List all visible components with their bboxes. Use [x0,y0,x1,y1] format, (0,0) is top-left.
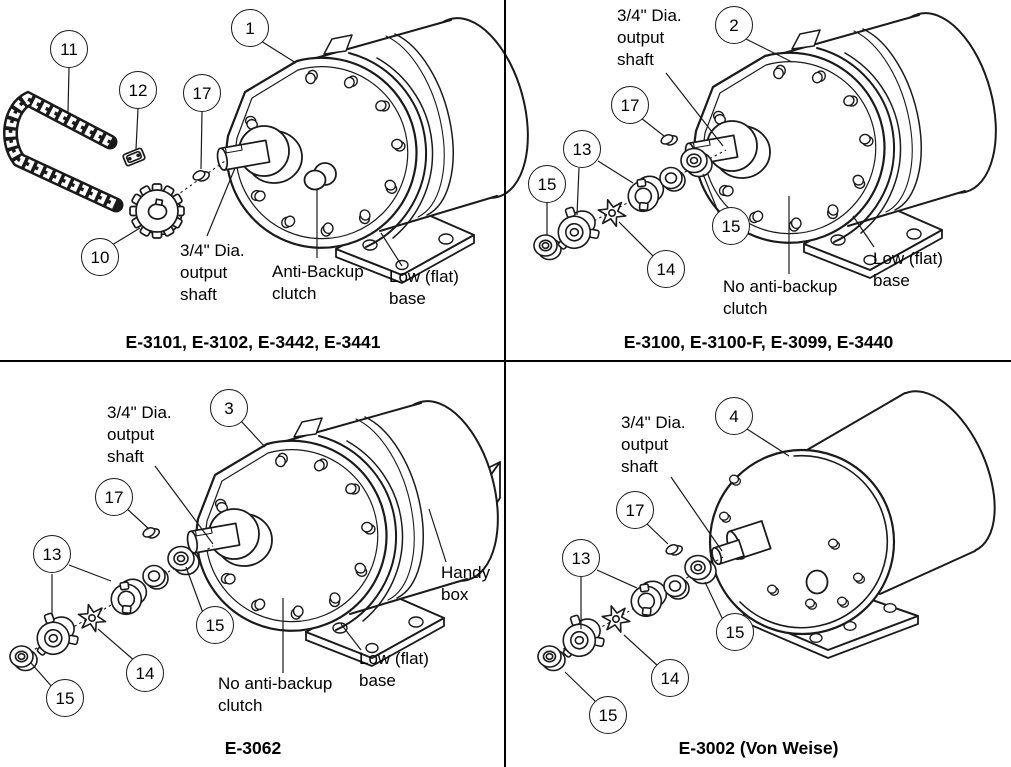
callout-11: 11 [50,30,88,68]
callout-17: 17 [616,491,654,529]
coupling-half [627,578,670,620]
callout-13: 13 [33,535,71,573]
caption-model-list-2: E-3100, E-3100-F, E-3099, E-3440 [623,332,894,352]
coupling-half [30,608,82,658]
label-no-anti-backup-clutch: No anti-backup clutch [723,277,838,318]
shaft-key [658,130,680,150]
panel-4-drawing [537,361,1011,704]
flanged-bearing [533,234,562,261]
callout-12: 12 [119,71,157,109]
leader-lines [67,40,403,267]
panel-1-drawing [3,0,506,361]
chain-sprocket [129,183,185,239]
label-output-shaft: 3/4" Dia. output shaft [180,241,245,304]
label-low-flat-base: Low (flat) base [389,267,459,308]
callout-15: 15 [528,165,566,203]
coupling-half [556,610,608,660]
leader-lines [30,420,447,689]
label-low-flat-base: Low (flat) base [359,649,429,690]
label-no-anti-backup-clutch: No anti-backup clutch [218,674,333,715]
callout-14: 14 [647,250,685,288]
caption-model-list-4: E-3002 (Von Weise) [678,738,839,758]
callout-3: 3 [210,389,248,427]
master-link [122,147,146,167]
callout-17: 17 [183,74,221,112]
callout-14: 14 [126,654,164,692]
star-coupling-insert [594,197,630,229]
panel-2-drawing [533,0,1011,361]
shaft-key [190,166,212,186]
flanged-bearing [9,645,38,672]
coupling-half [107,576,150,618]
panel-3-drawing [9,361,506,689]
callout-14: 14 [651,659,689,697]
label-output-shaft: 3/4" Dia. output shaft [621,413,686,476]
roller-chain [3,90,124,213]
label-output-shaft: 3/4" Dia. output shaft [107,403,172,466]
callout-1: 1 [231,9,269,47]
callout-4: 4 [715,397,753,435]
callout-17: 17 [95,478,133,516]
label-handy-box: Handy box [441,563,491,604]
panel-divider-horizontal [0,360,1011,362]
gear-motor-von-weise [710,375,1011,658]
label-output-shaft: 3/4" Dia. output shaft [617,6,682,69]
callout-15: 15 [196,606,234,644]
label-anti-backup-clutch: Anti-Backup clutch [272,262,364,303]
callout-2: 2 [715,6,753,44]
callout-10: 10 [81,238,119,276]
flanged-bearing [537,645,566,672]
caption-model-list-1: E-3101, E-3102, E-3442, E-3441 [125,332,381,352]
callout-15: 15 [589,696,627,734]
callout-13: 13 [563,130,601,168]
callout-13: 13 [562,539,600,577]
label-low-flat-base: Low (flat) base [873,249,943,290]
star-coupling-insert [599,603,633,635]
callout-17: 17 [611,86,649,124]
leader-lines [564,428,790,704]
gear-motor [186,389,516,666]
star-coupling-insert [74,601,110,635]
panel-divider-vertical [504,0,506,767]
callout-15: 15 [712,207,750,245]
callout-15: 15 [46,679,84,717]
leader-lines [546,38,875,274]
shaft-key [140,523,162,543]
gear-motor [216,6,546,283]
washer [663,574,690,600]
washer [142,564,169,590]
callout-15: 15 [716,613,754,651]
caption-model-list-3: E-3062 [224,738,282,758]
